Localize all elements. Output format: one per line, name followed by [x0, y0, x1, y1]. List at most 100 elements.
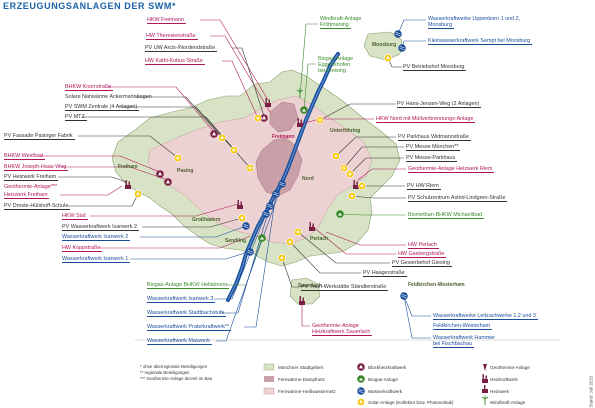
label-praterkraftwerk: Wasserkraftwerk Praterkraftwerk**: [147, 324, 232, 331]
label-pv-uw-arcis: PV UW Arcis-/Nordendstraße: [145, 45, 218, 52]
label-pv-pasinger-fabrik: PV Fassade Pasinger Fabrik: [4, 133, 75, 140]
legend-icon-wasserkraft: Wasserkraftwerk: [368, 389, 403, 394]
solar-icon-13: [316, 116, 324, 124]
solar-icon-7: [294, 228, 302, 236]
solar-icon-16: [278, 254, 286, 262]
heat-plant-icon-hkw-sauerlach: [299, 296, 305, 305]
label-isarwerk-3: Wasserkraftwerk Isarwerk 3: [147, 296, 216, 303]
label-hw-kathi-kobus: HW Kathi-Kobus-Straße: [145, 58, 205, 65]
label-pv-messe-parkhaus: PV Messe-Parkhaus: [406, 155, 458, 162]
label-pv-hw-riem: PV HW Riem: [407, 183, 441, 190]
legend-heizkraftwerk-icon: [482, 374, 488, 383]
bhkw-icon-kathi-kobus: [260, 114, 268, 122]
solar-icon-2: [246, 164, 254, 172]
leader-line: [78, 135, 179, 159]
legend-area-steam: Fernwärme-Dampfnetz: [278, 377, 325, 382]
leader-line: [60, 185, 123, 196]
label-hammer: Wasserkraftwerk Hammer: [433, 335, 496, 341]
label-uppenborn: Wasserkraftwerke Uppenborn 1 und 2,: [428, 16, 521, 22]
leader-line: [403, 295, 431, 339]
legend-solar-icon: [357, 398, 365, 406]
leader-line: [142, 217, 243, 228]
leader-line: [232, 47, 265, 117]
label-hkw-freimann: HKW Freimann: [147, 17, 186, 24]
district-sauerlach: Sauerlach: [298, 283, 322, 289]
label-hw-perlach: HW Perlach: [408, 242, 439, 249]
label-pv-parkhaus-widmann: PV Parkhaus Widmannstraße: [398, 134, 472, 141]
legend-area-hotwater: Fernwärme-Heißwassernetz: [278, 389, 336, 394]
isar-river-highlight: [227, 53, 339, 301]
hydro-icon-0: [242, 222, 250, 230]
label-froettmaning: Fröttmaning: [320, 22, 351, 29]
wind-icon-froettmaning: [296, 88, 304, 98]
label-pv-droste-huelshoff: PV Droste-Hülshoff-Schule: [4, 203, 71, 210]
leader-line: [325, 231, 406, 246]
leader-line: [349, 157, 404, 175]
label-pv-betriebshof-moosburg: PV Betriebshof Moosburg: [403, 64, 467, 71]
label-isarwerk-1: Wasserkraftwerk Isarwerk 1: [62, 256, 131, 263]
solar-icon-0: [218, 134, 226, 142]
label-hkw-sauerlach: Heizkraftwerk Sauerlach: [312, 329, 373, 336]
label-pv-haagerstrasse: PV Haagerstraße: [363, 270, 407, 277]
sauerlach-area: [289, 277, 321, 305]
legend-note-3: *** Geothermie-Anlage derzeit im Bau: [140, 376, 213, 381]
district-feldkirchen: Feldkirchen-Westerham: [408, 282, 465, 288]
solar-icon-1: [230, 146, 238, 154]
legend-windkraft-icon: [481, 395, 489, 405]
leader-line: [62, 166, 169, 181]
legend-swatch-hotwater: [263, 387, 275, 395]
hydro-icon-7: [398, 44, 406, 52]
district-nord: Nord: [302, 176, 314, 182]
label-pv-hans-jensen: PV Hans-Jensen-Weg (2 Anlagen): [397, 101, 482, 108]
label-geothermie-riem: Geothermie-Anlage Heizwerk Riem: [408, 166, 495, 173]
label-pv-heizwerk-freiham: PV Heizwerk Freiham: [4, 174, 59, 181]
heat-plant-icon-hkw-nord: [297, 118, 303, 127]
legend-swatch-steam: [264, 376, 274, 382]
leader-line: [303, 63, 316, 111]
leader-line: [130, 251, 249, 260]
label-pv-mtz: PV MTZ: [65, 114, 87, 121]
legend-hydro-icon: [357, 387, 365, 395]
legend-icon-biogas: Biogas-Anlage: [368, 377, 398, 382]
leader-line: [319, 103, 396, 121]
legend-biogas-icon: [357, 375, 365, 383]
label-bhkw-westbad: BHKW Westbad: [4, 153, 45, 160]
legend-icon-solar: Solar-Anlage (Kollektor bzw. Photovoltai…: [368, 400, 454, 405]
leader-line: [222, 205, 271, 314]
bhkw-icon-westbad: [156, 170, 164, 178]
label-feldkirchen-westerham: Feldkirchen-Westerham: [433, 323, 493, 330]
leader-line: [297, 231, 390, 264]
leader-line: [339, 213, 406, 216]
label-pv-astrid-lindgren: PV Schulzentrum Astrid-Lindgren-Straße: [408, 195, 508, 202]
label-leitzachwerke: Wasserkraftwerke Leitzachwerke 1,2 und 3: [433, 313, 538, 320]
label-hw-gasbergstrasse: HW Gasbergstraße: [398, 251, 447, 258]
label-hw-theresienstrasse: HW Theresienstraße: [146, 33, 198, 40]
label-isarwerk-2: Wasserkraftwerk Isarwerk 2: [62, 234, 131, 241]
leader-line: [40, 155, 161, 173]
legend-area-city: Münchner Stadtgebiet: [278, 365, 323, 370]
hydro-icon-3: [266, 202, 274, 210]
label-sempt: Kleinwasserkraftwerk Sempt bei Moosburg: [428, 38, 533, 45]
legend-icon-bhkw: Blockheizkraftwerk: [368, 365, 407, 370]
label-eggertshofen: Eggertshofen: [318, 62, 351, 68]
leader-line: [281, 257, 299, 288]
moosburg-area: [363, 31, 403, 61]
legend-icon-heizwerk: Heizwerk: [490, 389, 509, 394]
leader-line: [301, 304, 310, 327]
leader-line: [214, 213, 267, 300]
leader-line: [58, 176, 127, 183]
solar-icon-10: [346, 170, 354, 178]
solar-icon-15: [384, 54, 392, 62]
hydro-icon-2: [262, 210, 270, 218]
solar-icon-8: [332, 152, 340, 160]
leader-line: [351, 195, 406, 199]
label-fischbachau: bei Fischbachau: [433, 341, 475, 348]
solar-icon-6: [286, 238, 294, 246]
bhkw-icon-joseph-haas: [164, 178, 172, 186]
district-moosburg: Moosburg: [372, 42, 397, 48]
label-maxwerk: Wasserkraftwerk Maxwerk: [147, 338, 212, 345]
leader-line: [244, 193, 277, 328]
solar-icon-3: [174, 154, 182, 162]
